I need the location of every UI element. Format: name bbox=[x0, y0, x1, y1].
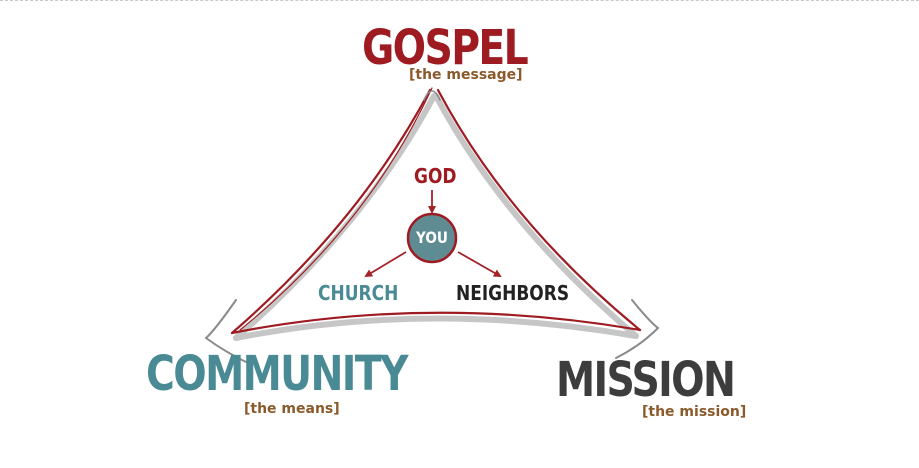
corner-flourish-left bbox=[204, 299, 251, 365]
gospel-subtitle: [the message] bbox=[409, 67, 523, 83]
corner-flourish-top bbox=[423, 90, 441, 101]
top-dashed-rule bbox=[0, 0, 919, 2]
mission-subtitle: [the mission] bbox=[642, 404, 747, 420]
triangle-shadow bbox=[233, 93, 639, 341]
community-subtitle: [the means] bbox=[244, 401, 340, 417]
triangle-outline bbox=[230, 87, 642, 335]
church-label: CHURCH bbox=[318, 281, 399, 305]
arrow-you-to-church bbox=[364, 251, 407, 278]
gospel-heading: GOSPEL bbox=[362, 20, 529, 76]
neighbors-label: NEIGHBORS bbox=[456, 281, 570, 305]
community-heading: COMMUNITY bbox=[146, 346, 408, 402]
corner-flourish-right bbox=[615, 299, 660, 359]
you-circle bbox=[406, 212, 458, 264]
arrow-you-to-neighbors bbox=[457, 251, 502, 277]
mission-heading: MISSION bbox=[556, 352, 736, 408]
god-label: GOD bbox=[414, 164, 457, 188]
you-label: YOU bbox=[416, 228, 448, 247]
